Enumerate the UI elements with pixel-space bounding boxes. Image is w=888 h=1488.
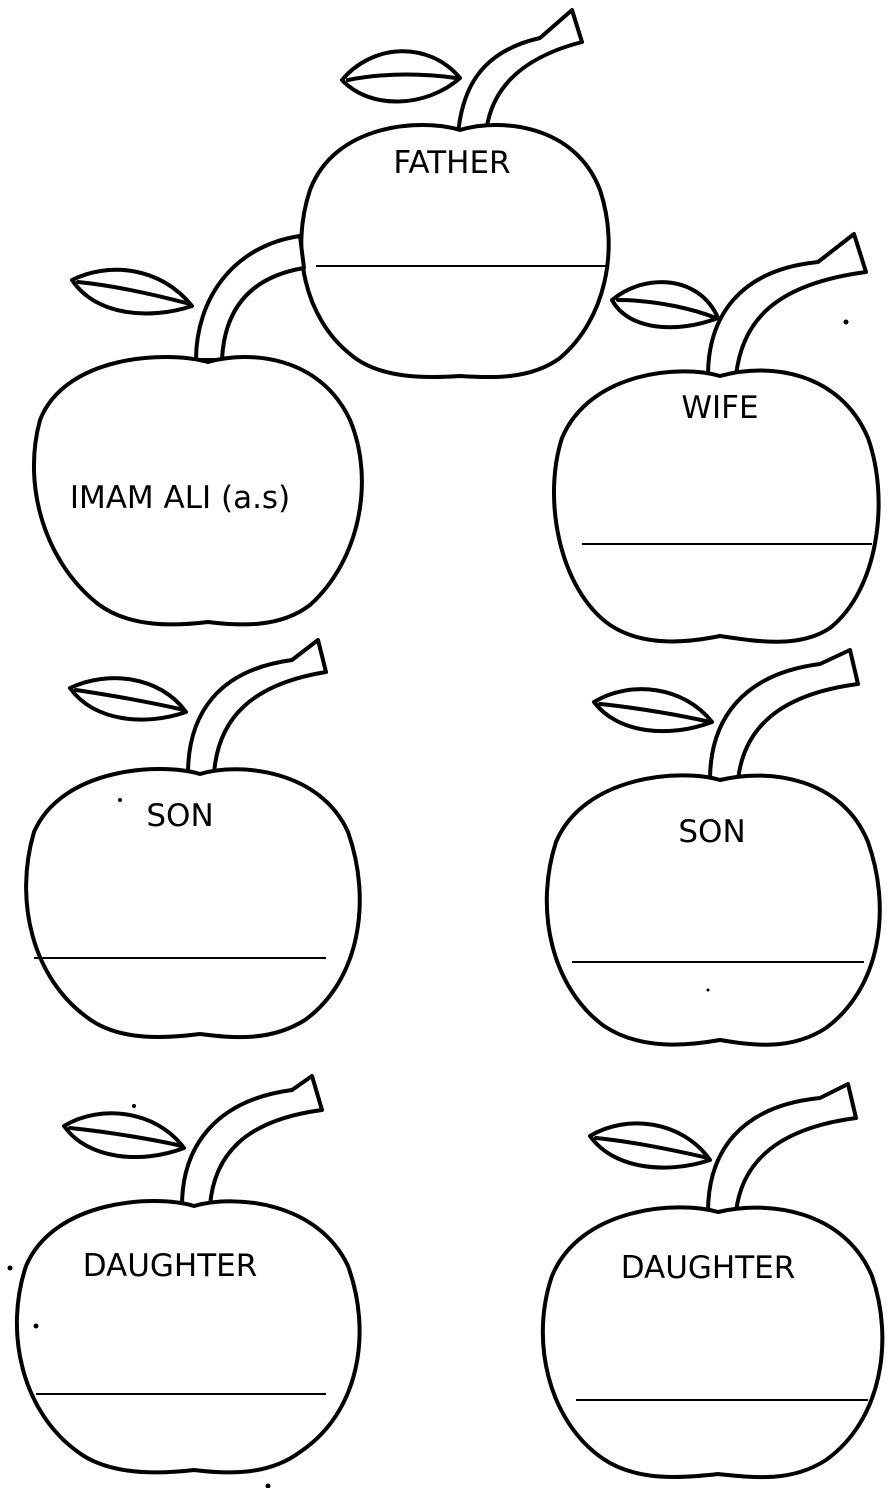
apple-label: IMAM ALI (a.s) — [70, 480, 290, 516]
apple-label: FATHER — [393, 145, 510, 181]
apple-label: WIFE — [681, 390, 758, 426]
apple-label: DAUGHTER — [83, 1248, 258, 1284]
apple-son-1: SON — [24, 638, 362, 1040]
stem-icon — [194, 234, 306, 362]
leaf-icon — [70, 267, 194, 316]
apple-daughter-1: DAUGHTER — [14, 1074, 362, 1475]
apple-label: DAUGHTER — [621, 1250, 796, 1286]
stem-icon — [186, 638, 328, 776]
apple-label: SON — [146, 798, 213, 834]
apple-outline — [551, 368, 881, 644]
stem-icon — [706, 232, 868, 378]
apple-son-2: SON — [544, 648, 882, 1047]
leaf-icon — [62, 1111, 186, 1159]
leaf-icon — [68, 676, 188, 722]
stem-icon — [708, 648, 860, 782]
apple-outline — [32, 354, 364, 627]
leaf-icon — [592, 687, 714, 734]
apple-outline — [14, 1199, 362, 1475]
stem-icon — [706, 1082, 858, 1214]
leaf-icon — [340, 49, 462, 104]
apple-outline — [544, 773, 882, 1047]
apple-label: SON — [678, 814, 745, 850]
stem-icon — [180, 1074, 324, 1208]
apple-daughter-2: DAUGHTER — [540, 1082, 885, 1480]
apple-father: FATHER — [299, 8, 611, 380]
leaf-icon — [588, 1121, 712, 1170]
apple-outline — [299, 123, 611, 380]
leaf-icon — [610, 280, 720, 330]
apple-outline — [540, 1205, 885, 1480]
apple-wife: WIFE — [551, 232, 881, 644]
apple-imam-ali: IMAM ALI (a.s) — [32, 234, 364, 627]
apple-outline — [24, 766, 362, 1040]
scan-specks — [7, 319, 849, 1488]
stem-icon — [456, 8, 584, 136]
